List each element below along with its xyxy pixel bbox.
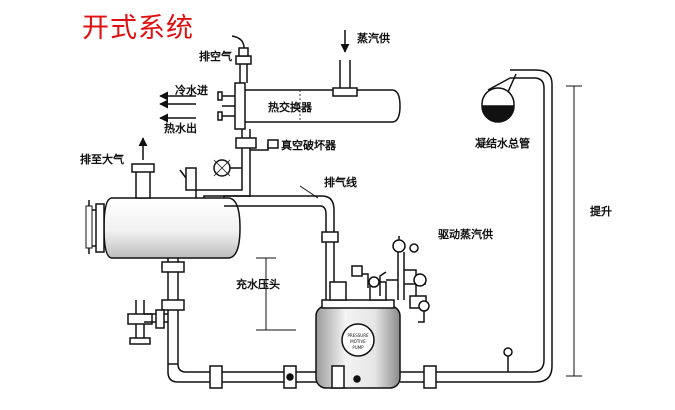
heat-exchanger-label: 热交换器 bbox=[268, 101, 312, 114]
diagram-title: 开式系统 bbox=[82, 13, 194, 44]
pump-inlet-pipe bbox=[167, 363, 318, 389]
atmosphere-vent-stack bbox=[131, 137, 155, 199]
exchanger-drain-pipe bbox=[213, 129, 279, 180]
vent-line-label: 排气线 bbox=[324, 176, 357, 189]
motive-steam-piping bbox=[351, 236, 430, 323]
vent-to-atmosphere-label: 排至大气 bbox=[80, 153, 124, 166]
vent-air-label: 排空气 bbox=[199, 50, 232, 63]
vent-air-valve bbox=[231, 35, 252, 83]
steam-supply-label: 蒸汽供 bbox=[357, 32, 390, 45]
lift-riser-pipe bbox=[331, 69, 553, 389]
condensate-header-label: 凝结水总管 bbox=[475, 137, 530, 150]
cold-water-in-label: 冷水进 bbox=[175, 84, 208, 97]
tank-outlet-pipe bbox=[161, 258, 185, 372]
steam-supply-pipe bbox=[332, 60, 358, 97]
lift-dimension bbox=[566, 85, 582, 377]
vent-line-pipe bbox=[223, 185, 339, 300]
motive-steam-supply-label: 驱动蒸汽供 bbox=[438, 228, 493, 241]
svg-text:MOTIVE: MOTIVE bbox=[350, 339, 366, 344]
tank-drain-valve bbox=[127, 300, 168, 345]
hot-water-out-label: 热水出 bbox=[164, 122, 197, 135]
svg-text:PUMP: PUMP bbox=[352, 345, 364, 350]
condensate-header bbox=[481, 73, 517, 123]
fill-head-dimension bbox=[256, 257, 296, 331]
lift-label: 提升 bbox=[590, 205, 612, 218]
receiver-tank bbox=[85, 197, 241, 259]
svg-text:PRESSURE: PRESSURE bbox=[347, 333, 369, 338]
vacuum-breaker-label: 真空破坏器 bbox=[281, 139, 336, 152]
heat-exchanger bbox=[217, 82, 401, 130]
fill-head-label: 充水压头 bbox=[236, 278, 280, 291]
pressure-motive-pump: PRESSURE MOTIVE PUMP bbox=[315, 281, 401, 389]
